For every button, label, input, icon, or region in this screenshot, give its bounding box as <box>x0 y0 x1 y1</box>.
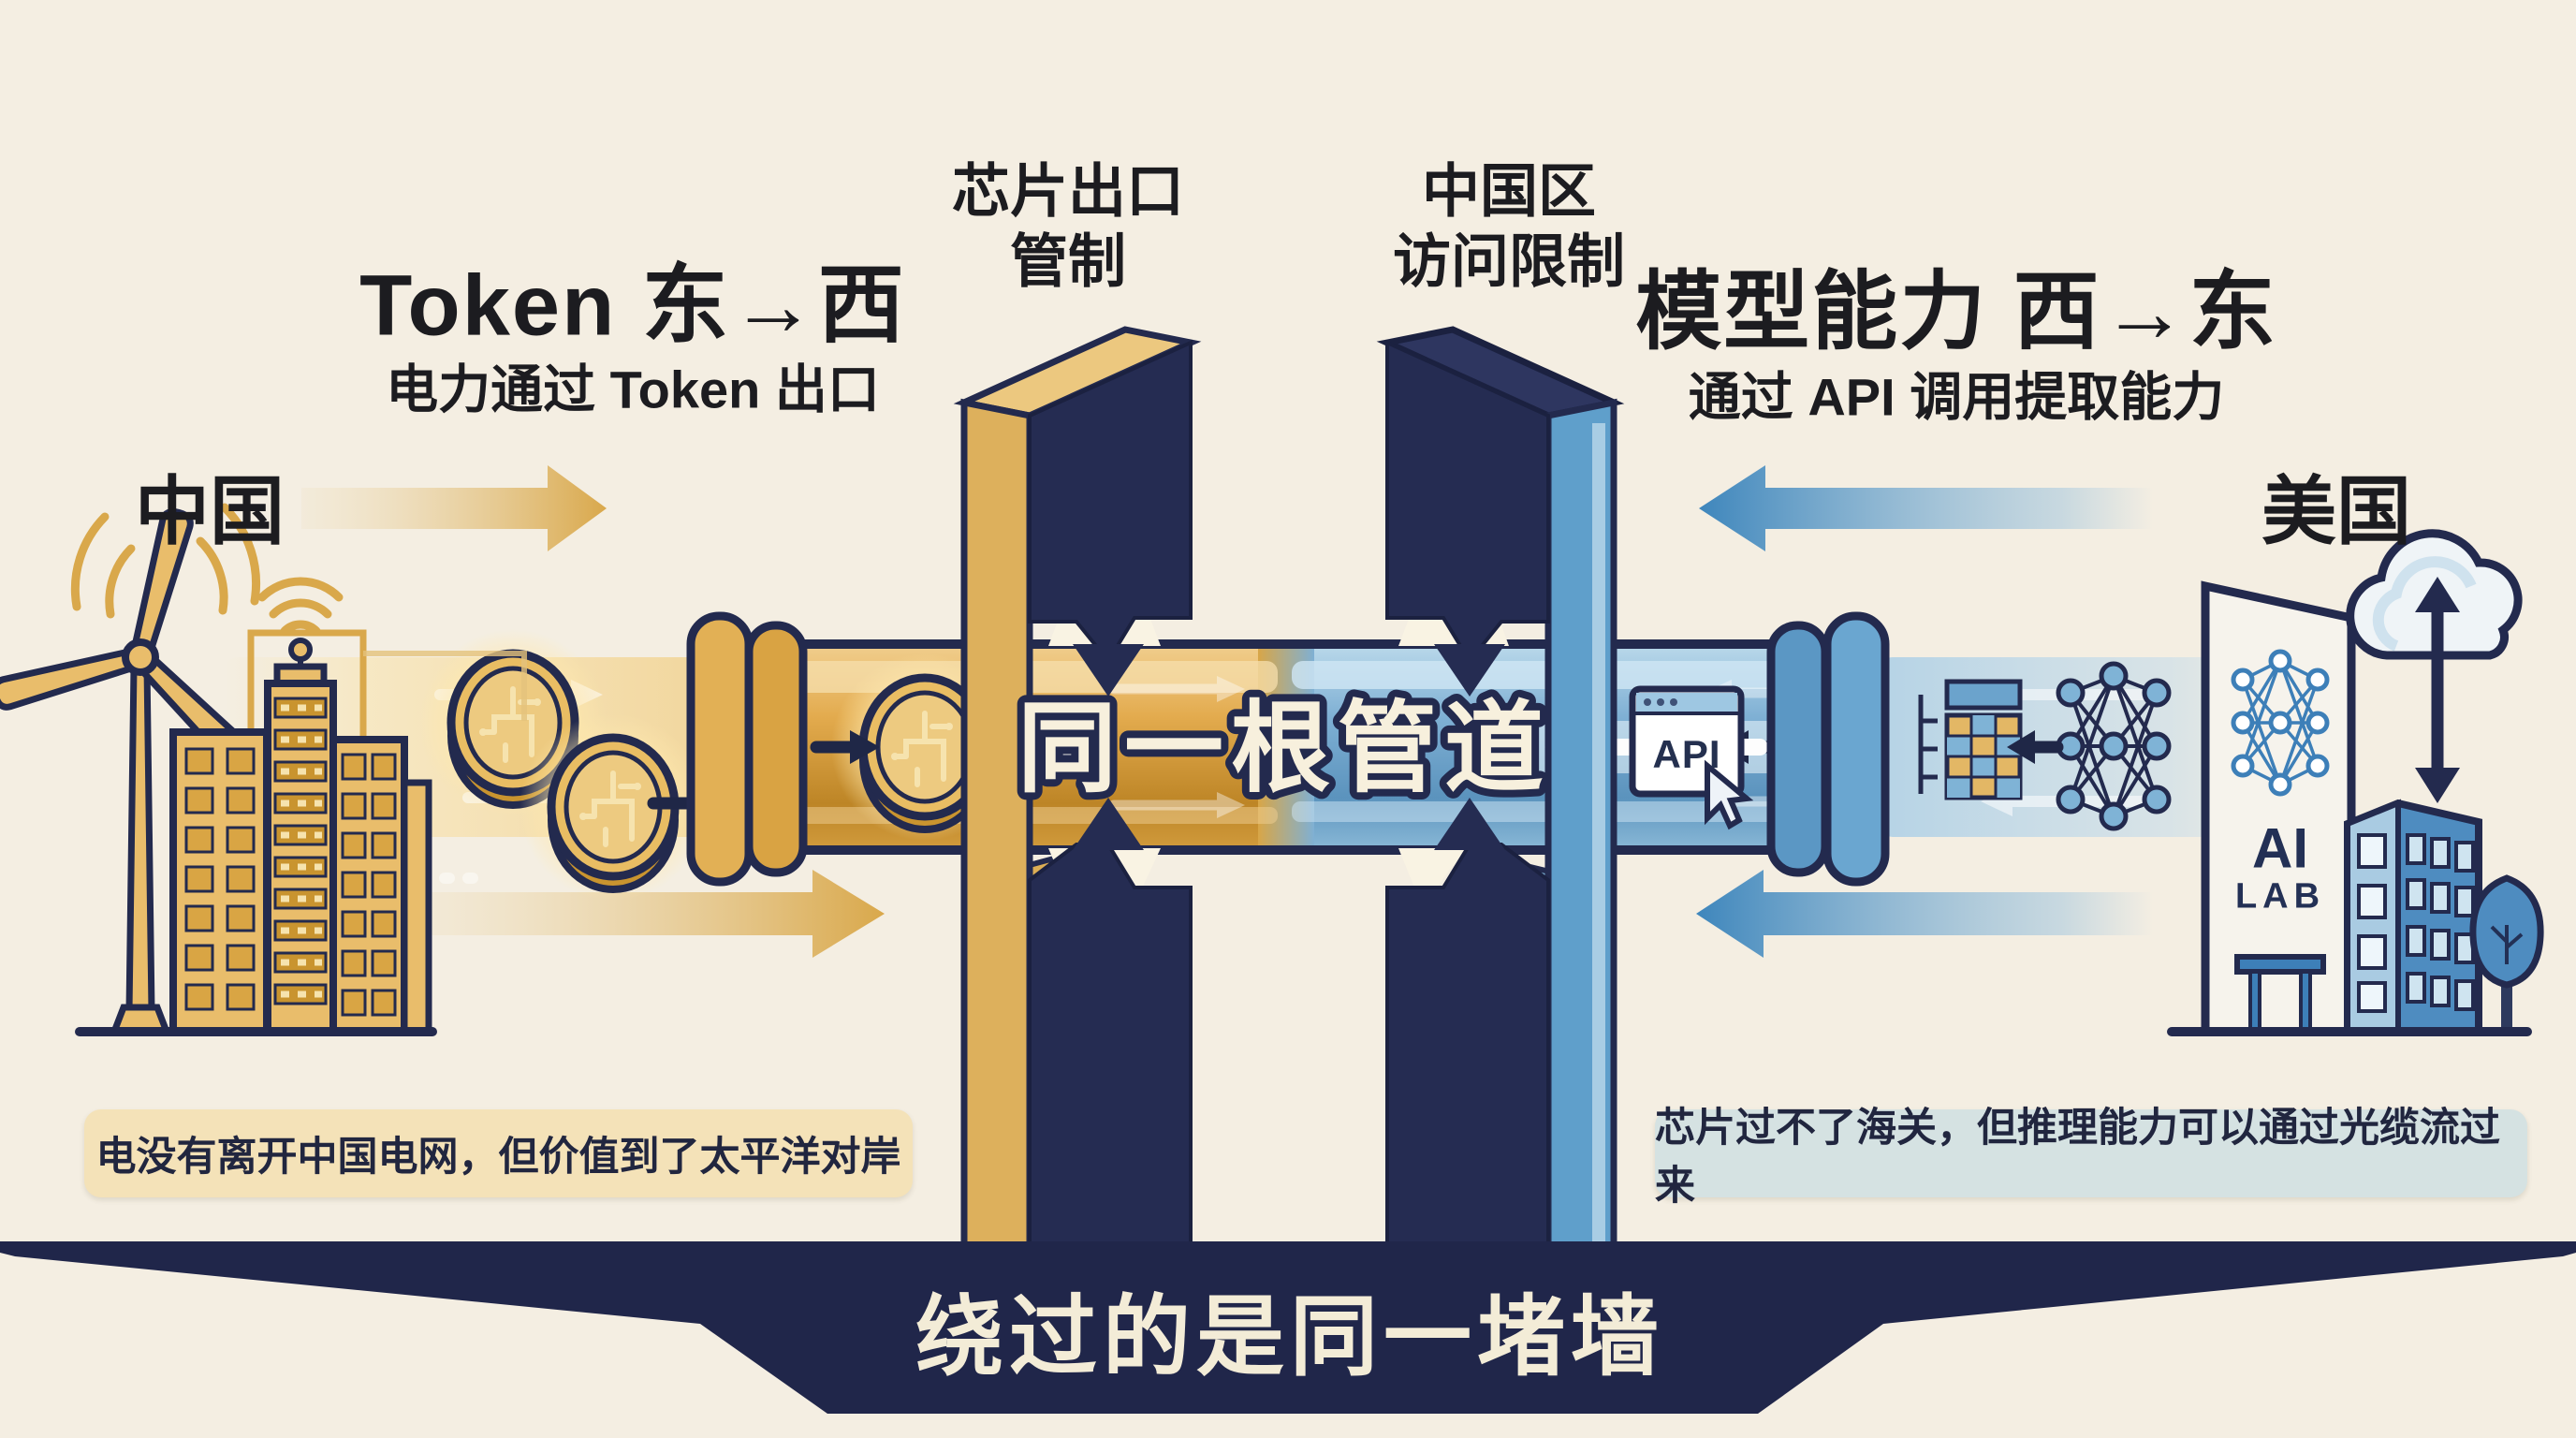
neural-network-icon <box>2056 661 2172 831</box>
caption-right: 芯片过不了海关，但推理能力可以通过光缆流过来 <box>1655 1106 2527 1209</box>
spreadsheet-icon <box>1918 679 2023 800</box>
pipe-label: 同一根管道 <box>1017 694 1551 804</box>
flow-title-east-west: Token 东→西 <box>359 257 906 354</box>
barrier-label-china-access-line1: 中国区 <box>1421 159 1597 225</box>
flow-subtitle-east-west: 电力通过 Token 出口 <box>386 360 880 419</box>
cloud-sync-icon <box>2346 529 2523 803</box>
pipe-flange-right <box>1766 611 1890 887</box>
datacenter-buildings <box>75 577 527 1036</box>
ai-lab-sign-line1: AI <box>2252 816 2308 880</box>
flow-title-west-east: 模型能力 西→东 <box>1635 264 2277 360</box>
gold-flow-arrow-bottom <box>402 870 885 958</box>
blue-flow-arrow-bottom <box>1696 870 2153 958</box>
cursor-icon <box>1705 759 1754 830</box>
wifi-icon <box>257 577 344 636</box>
pipe-flange-left <box>686 611 808 887</box>
flow-subtitle-west-east: 通过 API 调用提取能力 <box>1688 367 2225 427</box>
caption-right-text: 芯片过不了海关，但推理能力可以通过光缆流过来 <box>1655 1106 2500 1209</box>
caption-left: 电没有离开中国电网，但价值到了太平洋对岸 <box>84 1109 913 1197</box>
barrier-label-chip-export-line2: 管制 <box>1009 229 1127 295</box>
blue-flow-arrow-top <box>1699 465 2153 551</box>
banner-shape <box>0 1241 2576 1414</box>
office-building <box>2344 799 2482 1035</box>
barrier-label-chip-export-line1: 芯片出口 <box>951 159 1185 225</box>
region-label-china: 中国 <box>135 470 285 553</box>
api-badge-label: API <box>1652 732 1721 776</box>
barrier-label-china-access-line2: 访问限制 <box>1392 229 1626 295</box>
tree-icon <box>2469 874 2544 1034</box>
gold-flow-arrow-top <box>301 465 607 551</box>
banner-text: 绕过的是同一堵墙 <box>915 1287 1665 1386</box>
ai-lab-sign-line2: LAB <box>2234 876 2326 917</box>
caption-left-text: 电没有离开中国电网，但价值到了太平洋对岸 <box>95 1135 901 1180</box>
ai-lab-building <box>2201 580 2356 1036</box>
region-label-usa: 美国 <box>2261 470 2411 553</box>
